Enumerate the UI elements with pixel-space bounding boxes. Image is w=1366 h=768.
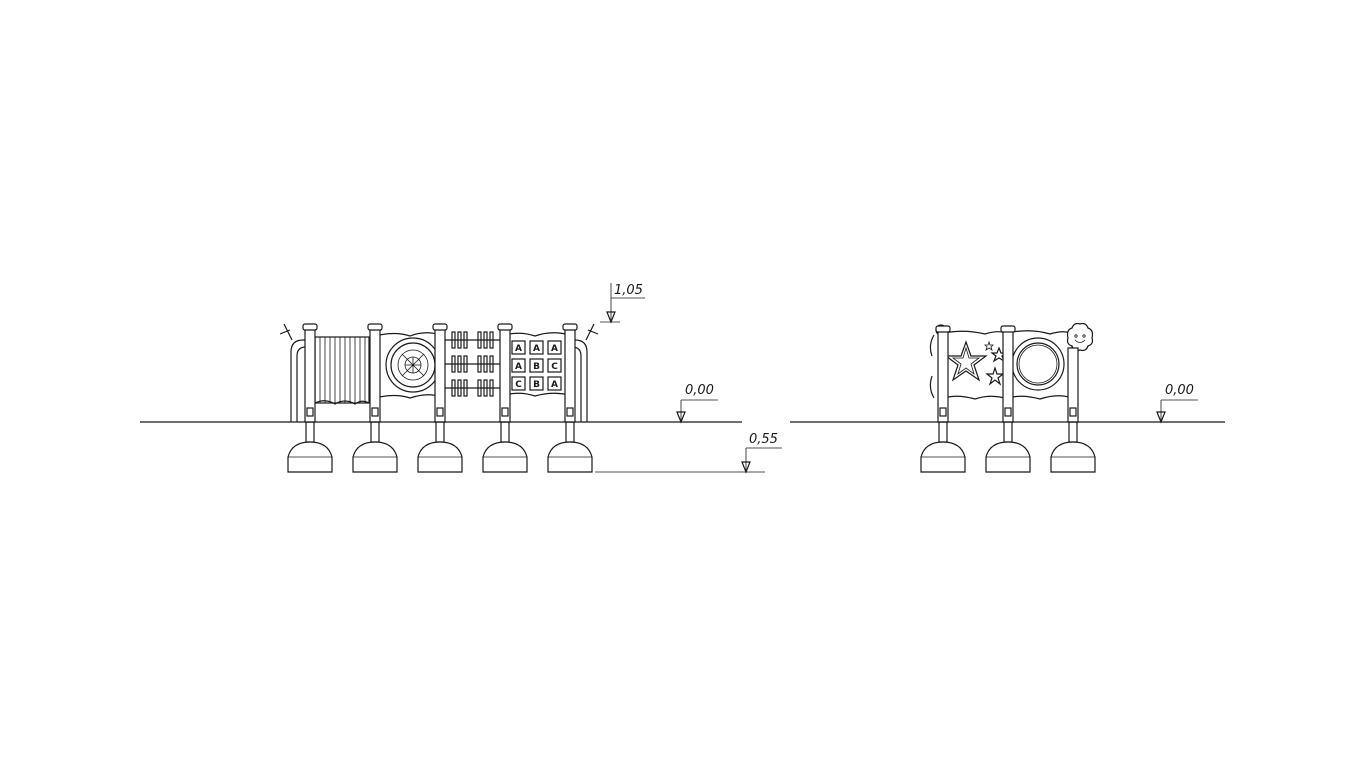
maze-panel (374, 332, 442, 399)
level-marker-foundation: 0,55 (741, 432, 782, 474)
level-label-ground: 0,00 (685, 383, 714, 398)
letter-tile-panel: A A A A B C C B A (504, 332, 571, 397)
level-label-ground-front: 0,00 (1165, 383, 1194, 398)
star-icon (984, 340, 994, 351)
porthole-panel (1007, 330, 1073, 400)
level-label-foundation: 0,55 (749, 432, 778, 447)
posts-side (302, 323, 578, 423)
star-panel (942, 330, 1008, 400)
post (302, 323, 318, 423)
letter-tile: A (551, 344, 558, 354)
post (935, 325, 951, 423)
foundation (287, 421, 333, 473)
level-marker-top: 1,05 (600, 283, 645, 324)
foundation (547, 421, 593, 473)
side-elevation: A A A A B C C B A (140, 283, 782, 474)
letter-tile: A (533, 344, 540, 354)
letter-tile: A (515, 362, 522, 372)
level-marker-ground: 0,00 (676, 383, 718, 424)
foundation (920, 421, 966, 473)
foundation (417, 421, 463, 473)
foundation (482, 421, 528, 473)
level-marker-ground-front: 0,00 (1156, 383, 1198, 424)
post (562, 323, 578, 423)
left-handrail (279, 323, 307, 422)
level-label-top: 1,05 (614, 283, 643, 298)
foundation (352, 421, 398, 473)
crawl-tunnel (314, 336, 370, 405)
letter-tile: C (515, 380, 522, 390)
post (432, 323, 448, 423)
letter-tile: A (551, 380, 558, 390)
star-icon (985, 366, 1005, 386)
letter-tiles: A A A A B C C B A (511, 340, 562, 391)
foundation (985, 421, 1031, 473)
post (1000, 325, 1016, 423)
post (497, 323, 513, 423)
foundations-front (920, 421, 1096, 473)
abacus-rows (441, 331, 505, 397)
foundation (1050, 421, 1096, 473)
star-icon (944, 340, 988, 382)
front-elevation: 0,00 (790, 322, 1225, 473)
letter-tile: A (515, 344, 522, 354)
post (1067, 347, 1079, 423)
foundations-side (287, 421, 593, 473)
letter-tile: B (533, 362, 540, 372)
post (367, 323, 383, 423)
letter-tile: B (533, 380, 540, 390)
letter-tile: C (551, 362, 558, 372)
